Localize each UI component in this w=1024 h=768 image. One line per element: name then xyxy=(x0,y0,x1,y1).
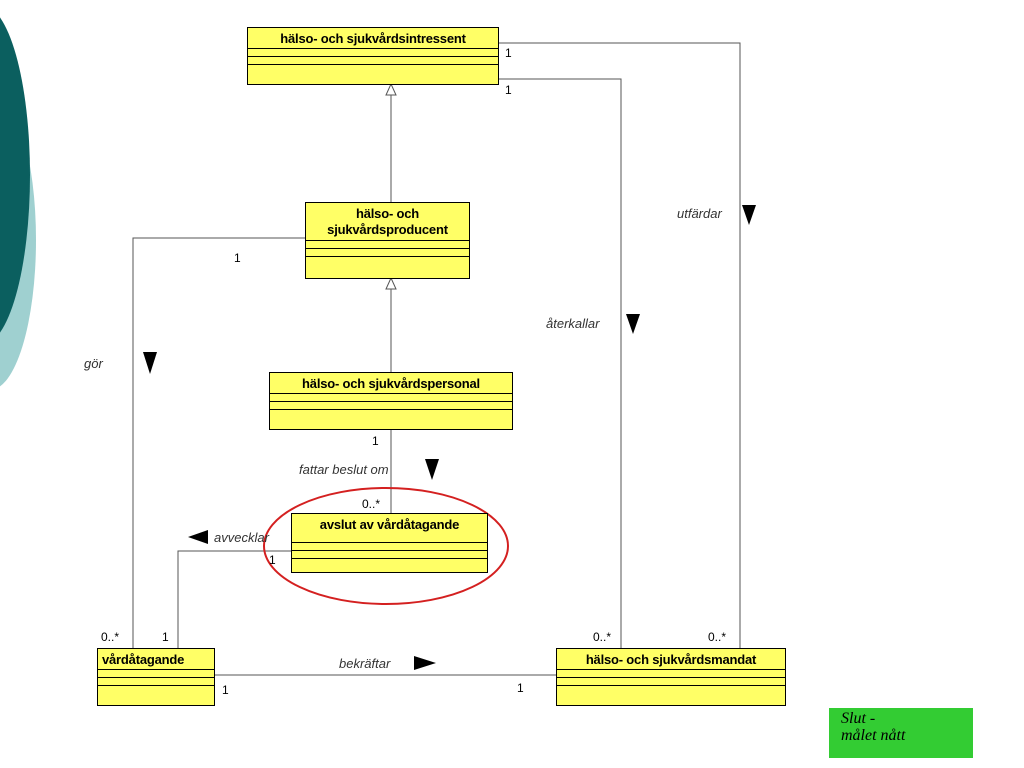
class-halso-och-sjukvardsintressent[interactable]: hälso- och sjukvårdsintressent xyxy=(247,27,499,85)
class-operations xyxy=(306,249,469,257)
association-label-fattar: fattar beslut om xyxy=(299,462,389,477)
association-label-avvecklar: avvecklar xyxy=(214,530,269,545)
class-section xyxy=(557,686,785,693)
class-name: hälso- och sjukvårdsproducent xyxy=(306,203,469,241)
goal-note: Slut - målet nått xyxy=(829,708,973,758)
class-vardatagande[interactable]: vårdåtagande xyxy=(97,648,215,706)
generalization-arrowhead xyxy=(385,82,397,96)
direction-arrow-down xyxy=(626,314,640,334)
class-attributes xyxy=(270,394,512,402)
multiplicity: 0..* xyxy=(593,630,612,644)
class-attributes xyxy=(292,543,487,551)
association-label-aterkallar: återkallar xyxy=(546,316,600,331)
goal-note-line1: Slut - xyxy=(841,710,876,727)
multiplicity: 1 xyxy=(269,553,276,567)
association-label-utfardar: utfärdar xyxy=(677,206,722,221)
class-name: vårdåtagande xyxy=(98,649,214,670)
class-halso-och-sjukvardsproducent[interactable]: hälso- och sjukvårdsproducent xyxy=(305,202,470,279)
class-operations xyxy=(248,57,498,65)
class-operations xyxy=(557,678,785,686)
multiplicity: 1 xyxy=(505,83,512,97)
class-section xyxy=(248,65,498,72)
generalization-arrowhead xyxy=(385,276,397,290)
association-aterkallar xyxy=(499,78,622,648)
class-section xyxy=(292,559,487,566)
class-halso-och-sjukvardsmandat[interactable]: hälso- och sjukvårdsmandat xyxy=(556,648,786,706)
class-section xyxy=(98,686,214,693)
class-halso-och-sjukvardspersonal[interactable]: hälso- och sjukvårdspersonal xyxy=(269,372,513,430)
direction-arrow-down xyxy=(425,459,439,480)
association-label-bekraftar: bekräftar xyxy=(339,656,391,671)
class-attributes xyxy=(306,241,469,249)
slide-decoration-dark xyxy=(0,17,30,333)
multiplicity: 0..* xyxy=(101,630,120,644)
class-operations xyxy=(98,678,214,686)
class-section xyxy=(306,257,469,264)
multiplicity: 0..* xyxy=(362,497,381,511)
multiplicity: 1 xyxy=(162,630,169,644)
direction-arrow-down xyxy=(143,352,157,374)
class-operations xyxy=(270,402,512,410)
class-name: avslut av vårdåtagande xyxy=(292,514,487,543)
multiplicity: 1 xyxy=(222,683,229,697)
highlight-ellipse xyxy=(263,487,509,605)
direction-arrow-right xyxy=(414,656,436,670)
direction-arrow-down xyxy=(742,205,756,225)
class-attributes xyxy=(248,49,498,57)
class-name: hälso- och sjukvårdsmandat xyxy=(557,649,785,670)
multiplicity: 1 xyxy=(505,46,512,60)
multiplicity: 1 xyxy=(372,434,379,448)
class-name: hälso- och sjukvårdsintressent xyxy=(248,28,498,49)
class-attributes xyxy=(98,670,214,678)
class-avslut-av-vardatagande[interactable]: avslut av vårdåtagande xyxy=(291,513,488,573)
multiplicity: 1 xyxy=(517,681,524,695)
multiplicity: 1 xyxy=(234,251,241,265)
association-utfardar xyxy=(499,42,741,648)
class-operations xyxy=(292,551,487,559)
class-name: hälso- och sjukvårdspersonal xyxy=(270,373,512,394)
multiplicity: 0..* xyxy=(708,630,727,644)
goal-note-line2: målet nått xyxy=(841,727,906,744)
direction-arrow-left xyxy=(188,530,208,544)
association-avvecklar xyxy=(177,550,291,648)
class-section xyxy=(270,410,512,417)
association-label-gor: gör xyxy=(84,356,103,371)
class-attributes xyxy=(557,670,785,678)
association-gor xyxy=(132,237,305,648)
